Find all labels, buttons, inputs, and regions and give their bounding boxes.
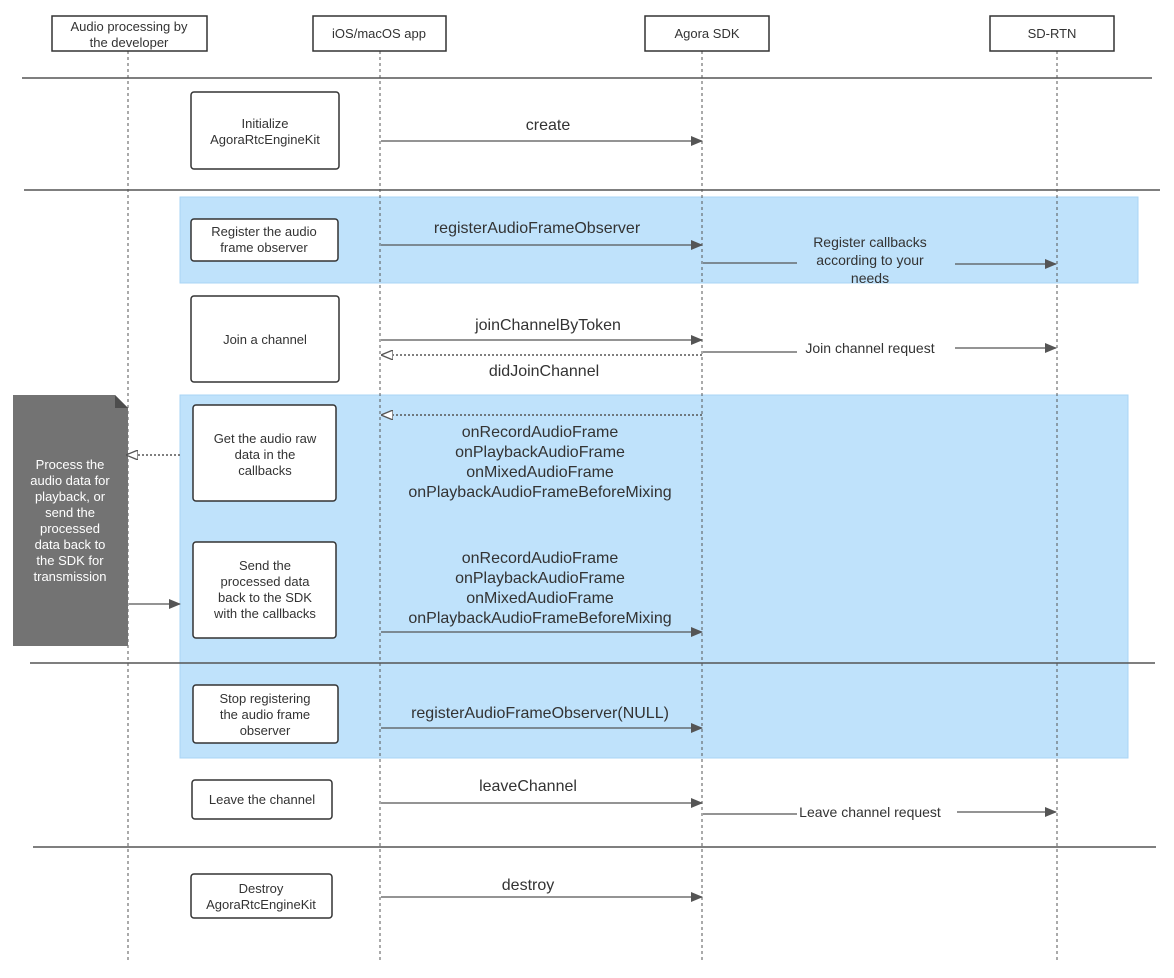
svg-text:AgoraRtcEngineKit: AgoraRtcEngineKit bbox=[210, 132, 320, 147]
step-stop-registering: Stop registering the audio frame observe… bbox=[192, 684, 339, 744]
participant-developer: Audio processing by the developer bbox=[51, 15, 208, 52]
svg-text:Join a channel: Join a channel bbox=[223, 332, 307, 347]
msg-unregister: registerAudioFrameObserver(NULL) bbox=[411, 705, 669, 722]
msg-callbacks-2-d: onPlaybackAudioFrameBeforeMixing bbox=[408, 610, 671, 627]
participant-app-label: iOS/macOS app bbox=[332, 26, 426, 41]
svg-text:Process the: Process the bbox=[36, 457, 105, 472]
msg-callbacks-2-b: onPlaybackAudioFrame bbox=[455, 570, 625, 587]
svg-text:with the callbacks: with the callbacks bbox=[213, 606, 316, 621]
msg-register-callbacks-1: Register callbacks bbox=[813, 234, 927, 250]
svg-text:send the: send the bbox=[45, 505, 95, 520]
svg-text:Get the audio raw: Get the audio raw bbox=[214, 431, 317, 446]
svg-text:transmission: transmission bbox=[34, 569, 107, 584]
svg-text:frame observer: frame observer bbox=[220, 240, 308, 255]
svg-text:Destroy: Destroy bbox=[239, 881, 284, 896]
participant-sdk: Agora SDK bbox=[644, 15, 770, 52]
svg-text:back to the SDK: back to the SDK bbox=[218, 590, 312, 605]
msg-callbacks-1-d: onPlaybackAudioFrameBeforeMixing bbox=[408, 484, 671, 501]
participant-rtn: SD-RTN bbox=[989, 15, 1115, 52]
step-register-observer: Register the audio frame observer bbox=[190, 218, 339, 262]
svg-text:Leave the channel: Leave the channel bbox=[209, 792, 315, 807]
msg-destroy: destroy bbox=[502, 877, 554, 894]
msg-register: registerAudioFrameObserver bbox=[434, 220, 641, 237]
msg-callbacks-2-c: onMixedAudioFrame bbox=[466, 590, 614, 607]
msg-join-request: Join channel request bbox=[805, 340, 934, 356]
msg-callbacks-2-a: onRecordAudioFrame bbox=[462, 550, 619, 567]
svg-text:processed: processed bbox=[40, 521, 100, 536]
svg-text:playback, or: playback, or bbox=[35, 489, 106, 504]
step-send-back: Send the processed data back to the SDK … bbox=[192, 541, 337, 639]
step-initialize: Initialize AgoraRtcEngineKit bbox=[190, 91, 340, 170]
msg-register-callbacks-3: needs bbox=[851, 270, 889, 286]
developer-process-note: Process the audio data for playback, or … bbox=[13, 395, 128, 646]
participant-developer-line-1: Audio processing by bbox=[70, 19, 188, 34]
svg-text:Register the audio: Register the audio bbox=[211, 224, 317, 239]
msg-callbacks-1-b: onPlaybackAudioFrame bbox=[455, 444, 625, 461]
svg-text:data in the: data in the bbox=[235, 447, 296, 462]
svg-text:data back to: data back to bbox=[35, 537, 106, 552]
step-join-channel: Join a channel bbox=[190, 295, 340, 383]
msg-callbacks-1-a: onRecordAudioFrame bbox=[462, 424, 619, 441]
participant-sdk-label: Agora SDK bbox=[674, 26, 739, 41]
svg-text:AgoraRtcEngineKit: AgoraRtcEngineKit bbox=[206, 897, 316, 912]
msg-create: create bbox=[526, 117, 571, 134]
step-destroy: Destroy AgoraRtcEngineKit bbox=[190, 873, 333, 919]
svg-text:the audio frame: the audio frame bbox=[220, 707, 310, 722]
svg-text:processed data: processed data bbox=[221, 574, 311, 589]
participant-rtn-label: SD-RTN bbox=[1028, 26, 1077, 41]
msg-leave-request: Leave channel request bbox=[799, 804, 941, 820]
step-get-raw-data: Get the audio raw data in the callbacks bbox=[192, 404, 337, 502]
msg-did-join: didJoinChannel bbox=[489, 363, 599, 380]
msg-join-token: joinChannelByToken bbox=[474, 317, 621, 334]
svg-text:Initialize: Initialize bbox=[242, 116, 289, 131]
svg-text:Send the: Send the bbox=[239, 558, 291, 573]
svg-text:callbacks: callbacks bbox=[238, 463, 292, 478]
svg-text:Stop registering: Stop registering bbox=[219, 691, 310, 706]
participant-app: iOS/macOS app bbox=[312, 15, 447, 52]
svg-text:the SDK for: the SDK for bbox=[36, 553, 104, 568]
msg-callbacks-1-c: onMixedAudioFrame bbox=[466, 464, 614, 481]
svg-text:audio data for: audio data for bbox=[30, 473, 110, 488]
step-leave-channel: Leave the channel bbox=[191, 779, 333, 820]
msg-register-callbacks-2: according to your bbox=[816, 252, 924, 268]
highlight-band-register bbox=[179, 196, 1139, 284]
participant-developer-line-2: the developer bbox=[90, 35, 169, 50]
msg-leave: leaveChannel bbox=[479, 778, 577, 795]
svg-text:observer: observer bbox=[240, 723, 291, 738]
